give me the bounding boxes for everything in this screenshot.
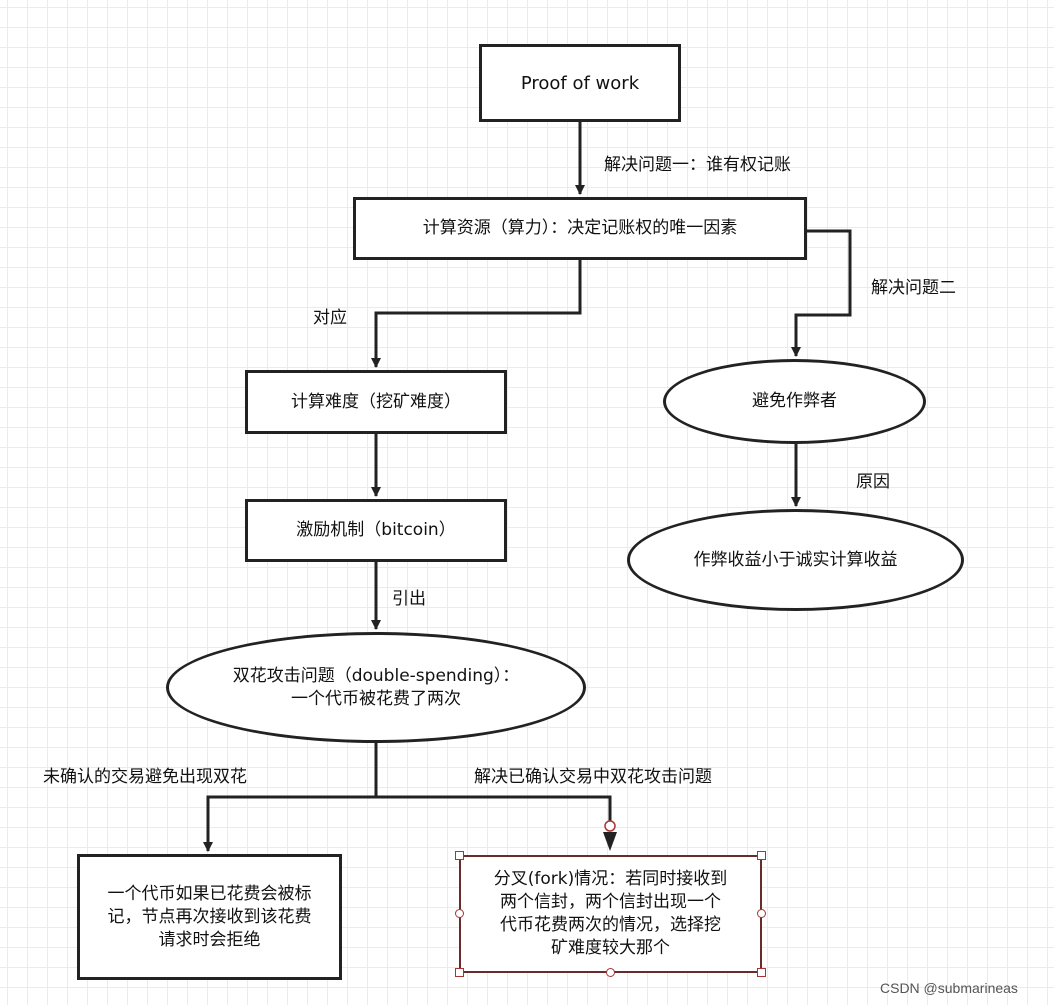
double-spending-line2: 一个代币被花费了两次 xyxy=(291,688,461,709)
connection-point-left[interactable] xyxy=(455,909,464,918)
resize-handle-bottom-right[interactable] xyxy=(757,968,766,977)
cheat-gain-text: 作弊收益小于诚实计算收益 xyxy=(693,549,898,570)
connection-point-bottom[interactable] xyxy=(606,968,615,977)
edge-compute-to-avoid xyxy=(791,229,852,357)
cheat-gain-ellipse[interactable]: 作弊收益小于诚实计算收益 xyxy=(627,509,964,611)
proof-of-work-box[interactable]: Proof of work xyxy=(479,44,681,122)
resize-handle-top-right[interactable] xyxy=(757,851,766,860)
resize-handle-top-left[interactable] xyxy=(455,851,464,860)
proof-of-work-text: Proof of work xyxy=(520,72,640,94)
connection-point-top[interactable] xyxy=(604,820,616,832)
edge-label-solve-problem-one: 解决问题一：谁有权记账 xyxy=(604,155,791,175)
resize-handle-bottom-left[interactable] xyxy=(455,968,464,977)
difficulty-box[interactable]: 计算难度（挖矿难度） xyxy=(245,370,507,434)
watermark: CSDN @submarineas xyxy=(880,980,1018,996)
edge-compute-to-difficulty xyxy=(371,260,582,368)
edge-label-reason: 原因 xyxy=(856,472,890,492)
marked-coin-box[interactable]: 一个代币如果已花费会被标 记，节点再次接收到该花费 请求时会拒绝 xyxy=(77,854,342,980)
compute-resource-text: 计算资源（算力）：决定记账权的唯一因素 xyxy=(422,218,738,238)
fork-line3: 代币花费两次的情况，选择挖 xyxy=(500,915,721,935)
fork-box[interactable]: 分叉(fork)情况：若同时接收到 两个信封，两个信封出现一个 代币花费两次的情… xyxy=(459,855,762,973)
edge-label-confirmed: 解决已确认交易中双花攻击问题 xyxy=(474,767,712,787)
edge-label-unconfirmed: 未确认的交易避免出现双花 xyxy=(43,767,247,787)
edge-doublespend-to-marked xyxy=(203,743,378,852)
avoid-cheater-text: 避免作弊者 xyxy=(752,391,837,411)
edge-doublespend-to-fork xyxy=(376,795,612,826)
difficulty-text: 计算难度（挖矿难度） xyxy=(291,391,461,412)
marked-coin-line3: 请求时会拒绝 xyxy=(158,929,261,950)
incentive-box[interactable]: 激励机制（bitcoin） xyxy=(245,499,507,562)
avoid-cheater-ellipse[interactable]: 避免作弊者 xyxy=(663,359,926,444)
marked-coin-line2: 记，节点再次接收到该花费 xyxy=(107,906,312,927)
edge-label-solve-problem-two: 解决问题二 xyxy=(871,278,956,298)
fork-line2: 两个信封，两个信封出现一个 xyxy=(500,892,721,912)
marked-coin-line1: 一个代币如果已花费会被标 xyxy=(107,883,312,904)
fork-line1: 分叉(fork)情况：若同时接收到 xyxy=(493,869,728,889)
connection-point-right[interactable] xyxy=(757,909,766,918)
incentive-text: 激励机制（bitcoin） xyxy=(296,520,456,540)
double-spending-line1: 双花攻击问题（double-spending）： xyxy=(232,665,520,686)
double-spending-ellipse[interactable]: 双花攻击问题（double-spending）： 一个代币被花费了两次 xyxy=(166,632,586,743)
arrow-into-fork xyxy=(603,832,617,851)
edge-label-leads-to: 引出 xyxy=(392,589,426,609)
fork-line4: 矿难度较大那个 xyxy=(551,938,670,958)
compute-resource-box[interactable]: 计算资源（算力）：决定记账权的唯一因素 xyxy=(353,197,807,260)
edge-label-corresponds: 对应 xyxy=(313,308,347,328)
